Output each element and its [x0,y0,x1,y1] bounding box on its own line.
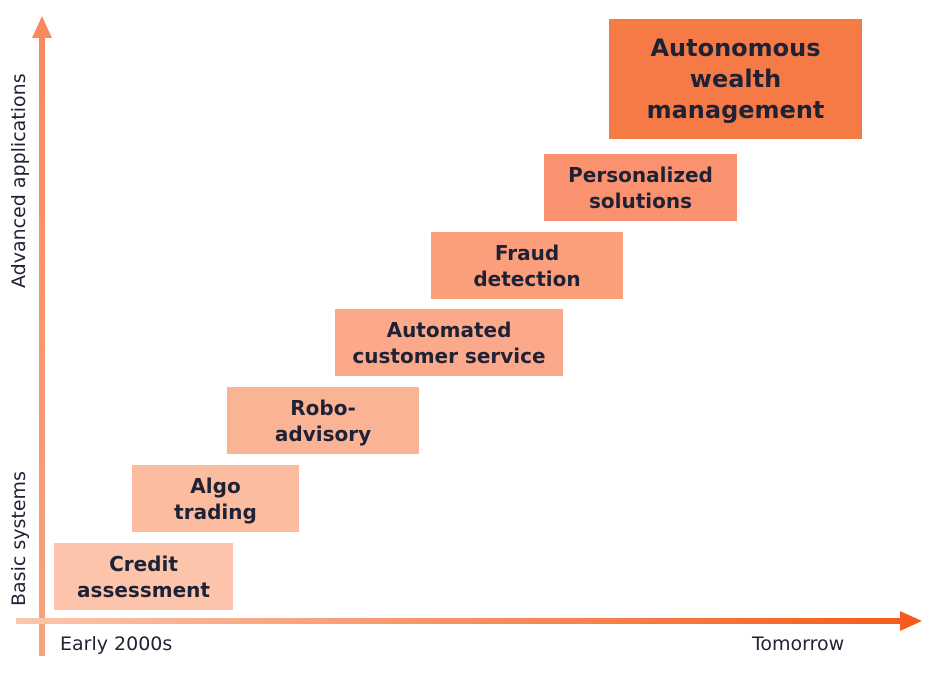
step-credit-assessment: Credit assessment [54,543,233,610]
y-axis-line [39,34,45,656]
x-axis-start-label: Early 2000s [60,633,173,655]
x-axis-line [16,618,902,624]
x-axis-arrowhead [900,611,922,631]
step-fraud-detection: Fraud detection [431,232,623,299]
step-robo-advisory: Robo- advisory [227,387,419,454]
x-axis-end-label: Tomorrow [752,633,845,655]
step-algo-trading: Algo trading [132,465,299,532]
y-axis-bottom-label: Basic systems [8,471,30,606]
y-axis-top-label: Advanced applications [8,73,30,288]
step-autonomous-wealth-management: Autonomous wealth management [609,19,862,139]
y-axis-arrowhead [32,16,52,38]
step-automated-customer-service: Automated customer service [335,309,563,376]
step-personalized-solutions: Personalized solutions [544,154,737,221]
